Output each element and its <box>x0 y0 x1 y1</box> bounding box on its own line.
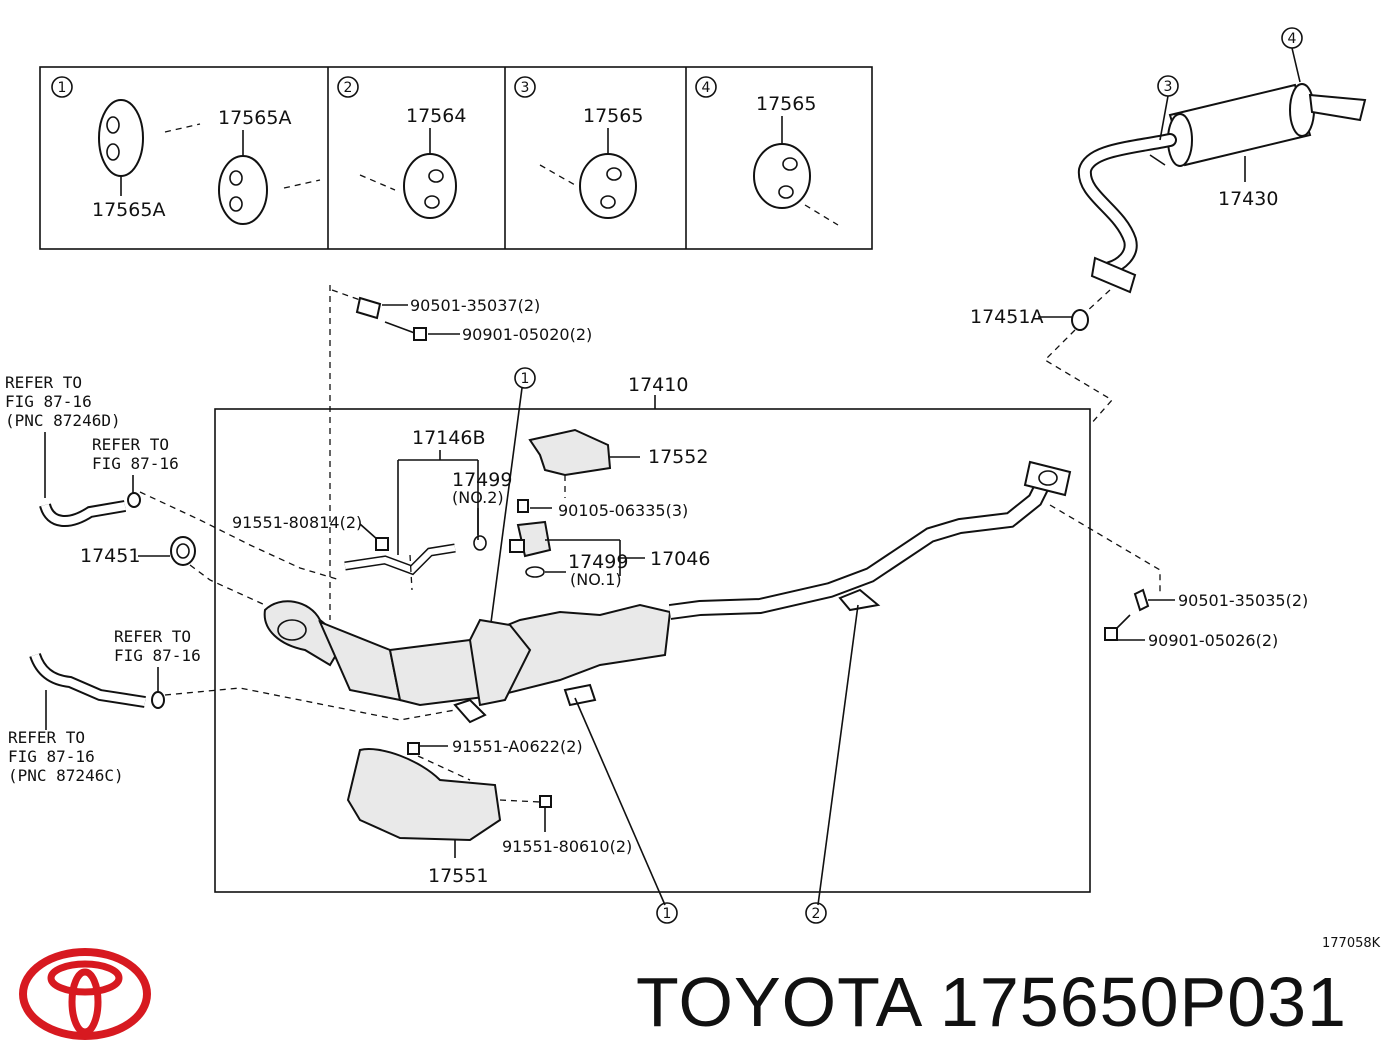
svg-text:2: 2 <box>812 906 821 922</box>
svg-text:(PNC 87246D): (PNC 87246D) <box>5 411 121 430</box>
svg-text:(NO.1): (NO.1) <box>570 570 622 589</box>
label-17430: 17430 <box>1218 188 1278 210</box>
svg-text:FIG 87-16: FIG 87-16 <box>114 646 201 665</box>
part-17552: 17552 <box>528 428 708 498</box>
inset-panel-4: 4 17565 <box>695 76 839 226</box>
svg-text:17564: 17564 <box>406 105 466 127</box>
svg-text:(NO.2): (NO.2) <box>452 488 504 507</box>
gasket-17451 <box>170 536 196 566</box>
svg-text:91551-80610(2): 91551-80610(2) <box>502 837 632 856</box>
svg-text:17552: 17552 <box>648 446 708 468</box>
part-17146B: 17146B <box>344 427 485 591</box>
svg-text:17565: 17565 <box>756 93 816 115</box>
svg-text:90901-05020(2): 90901-05020(2) <box>462 325 592 344</box>
svg-text:REFER TO: REFER TO <box>114 627 191 646</box>
svg-text:4: 4 <box>1288 31 1297 47</box>
brand-part-number: TOYOTA 175650P031 <box>636 963 1347 1041</box>
label-17410: 17410 <box>628 374 688 396</box>
svg-text:91551-A0622(2): 91551-A0622(2) <box>452 737 583 756</box>
svg-text:1: 1 <box>58 80 67 96</box>
part-17046: 17046 <box>509 520 710 576</box>
diagram-code: 177058K <box>1322 936 1381 951</box>
bolts-right: 90501-35035(2) 90901-05026(2) <box>1049 504 1308 650</box>
inset-panel-2: 2 17564 <box>337 76 466 219</box>
callout-1-bottom <box>656 902 678 924</box>
callout-1-top <box>514 367 536 389</box>
svg-text:90501-35035(2): 90501-35035(2) <box>1178 591 1308 610</box>
svg-text:FIG 87-16: FIG 87-16 <box>5 392 92 411</box>
bolts-top-left: 90501-35037(2) 90901-05020(2) <box>329 285 592 620</box>
svg-text:3: 3 <box>521 80 530 96</box>
svg-text:17551: 17551 <box>428 865 488 887</box>
svg-text:1: 1 <box>663 906 672 922</box>
svg-text:90501-35037(2): 90501-35037(2) <box>410 296 540 315</box>
label-17451A: 17451A <box>970 306 1043 328</box>
svg-text:90901-05026(2): 90901-05026(2) <box>1148 631 1278 650</box>
svg-text:(PNC 87246C): (PNC 87246C) <box>8 766 124 785</box>
svg-text:17146B: 17146B <box>412 427 485 449</box>
part-17551: 17551 91551-A0622(2) 91551-80610(2) <box>346 737 632 887</box>
hanger-inset-panels: 1 17565A 17565A 2 17564 <box>39 66 873 250</box>
label-17499-no1: 17499 <box>568 551 628 573</box>
svg-text:REFER TO: REFER TO <box>92 435 169 454</box>
toyota-logo-icon <box>19 948 151 1040</box>
gasket-17451A <box>1071 309 1089 331</box>
svg-text:17565A: 17565A <box>92 199 165 221</box>
inset-panel-3: 3 17565 <box>514 76 643 219</box>
svg-text:FIG 87-16: FIG 87-16 <box>8 747 95 766</box>
svg-text:1: 1 <box>521 371 530 387</box>
svg-text:91551-80814(2): 91551-80814(2) <box>232 513 362 532</box>
svg-text:2: 2 <box>344 80 353 96</box>
svg-text:FIG 87-16: FIG 87-16 <box>92 454 179 473</box>
label-17499-no2: 17499 <box>452 469 512 491</box>
svg-text:4: 4 <box>702 80 711 96</box>
front-pipe-catalytic-converter <box>263 460 1072 724</box>
svg-text:REFER TO: REFER TO <box>8 728 85 747</box>
svg-text:90105-06335(3): 90105-06335(3) <box>558 501 688 520</box>
svg-text:17046: 17046 <box>650 548 710 570</box>
svg-text:17565: 17565 <box>583 105 643 127</box>
assembly-box-17410 <box>214 408 1091 893</box>
inset-panel-1: 1 17565A 17565A <box>51 76 321 225</box>
label-17451: 17451 <box>80 545 140 567</box>
rear-muffler-assembly: 3 4 17430 17451A <box>970 27 1367 426</box>
svg-text:REFER TO: REFER TO <box>5 373 82 392</box>
reference-hoses-left: REFER TO FIG 87-16 (PNC 87246D) REFER TO… <box>5 373 201 785</box>
svg-text:17565A: 17565A <box>218 107 291 129</box>
callout-2-bottom <box>805 902 827 924</box>
svg-text:3: 3 <box>1164 79 1173 95</box>
